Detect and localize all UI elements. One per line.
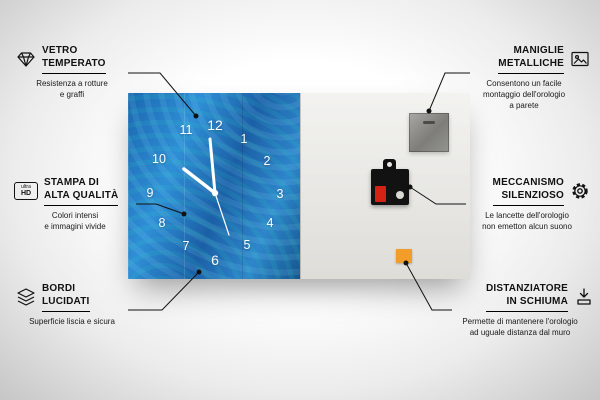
picture-icon	[570, 49, 590, 69]
clock-number: 2	[263, 154, 271, 168]
clock-face: 11 12 1 2 3 4 5 6 7 8 9 10	[128, 93, 300, 279]
callout-title: STAMPA DI ALTA QUALITÀ	[44, 176, 119, 206]
adjust-knob	[396, 191, 404, 199]
gear-icon	[570, 181, 590, 201]
callout-description: Resistenza a rotture e graffi	[36, 79, 108, 100]
callout-description: Consentono un facile montaggio dell'orol…	[482, 79, 566, 111]
ultra-hd-icon: ultra HD	[14, 182, 38, 200]
hanger-hook	[383, 159, 396, 171]
clock-number: 12	[207, 117, 223, 133]
clock-number: 11	[179, 123, 193, 137]
callout-meccanismo-silenzioso: MECCANISMO SILENZIOSO Le lancette dell'o…	[464, 176, 590, 232]
clock-number: 3	[276, 187, 284, 201]
callout-description: Colori intensi e immagini vivide	[44, 211, 106, 232]
callout-title: BORDI LUCIDATI	[42, 282, 90, 312]
callout-maniglie-metalliche: MANIGLIE METALLICHE Consentono un facile…	[458, 44, 590, 112]
clock-number: 6	[211, 252, 219, 268]
layers-icon	[16, 287, 36, 307]
clock-number: 9	[146, 186, 154, 200]
callout-description: Superficie liscia e sicura	[29, 317, 115, 326]
foam-spacer	[396, 249, 412, 263]
callout-description: Permette di mantenere l'orologio ad ugua…	[462, 317, 578, 338]
callout-description: Le lancette dell'orologio non emetton al…	[482, 211, 572, 232]
clock-product-image: 11 12 1 2 3 4 5 6 7 8 9 10	[128, 93, 470, 279]
callout-title: VETRO TEMPERATO	[42, 44, 106, 74]
battery	[375, 186, 386, 202]
ultra-hd-icon-text: HD	[20, 190, 32, 197]
clock-back-panel	[300, 93, 470, 279]
callout-vetro-temperato: VETRO TEMPERATO Resistenza a rotture e g…	[16, 44, 128, 100]
clock-number: 5	[243, 238, 251, 252]
clock-number: 4	[266, 216, 274, 230]
callout-title: MECCANISMO SILENZIOSO	[492, 176, 564, 206]
ultra-hd-icon-text: ultra	[21, 184, 31, 190]
callout-title: DISTANZIATORE IN SCHIUMA	[485, 282, 568, 312]
metal-mounting-plate	[409, 113, 449, 152]
callout-title: MANIGLIE METALLICHE	[498, 44, 564, 74]
clock-number: 7	[182, 239, 190, 253]
diamond-icon	[16, 49, 36, 69]
spacer-icon	[574, 287, 594, 307]
clock-number: 10	[152, 152, 166, 166]
clock-number: 8	[158, 216, 166, 230]
callout-stampa-alta-qualita: ultra HD STAMPA DI ALTA QUALITÀ Colori i…	[14, 176, 136, 232]
clock-hands	[182, 137, 230, 236]
clock-number: 1	[240, 132, 248, 146]
callout-bordi-lucidati: BORDI LUCIDATI Superficie liscia e sicur…	[16, 282, 128, 327]
callout-distanziatore-schiuma: DISTANZIATORE IN SCHIUMA Permette di man…	[446, 282, 594, 338]
clock-mechanism	[371, 159, 409, 205]
